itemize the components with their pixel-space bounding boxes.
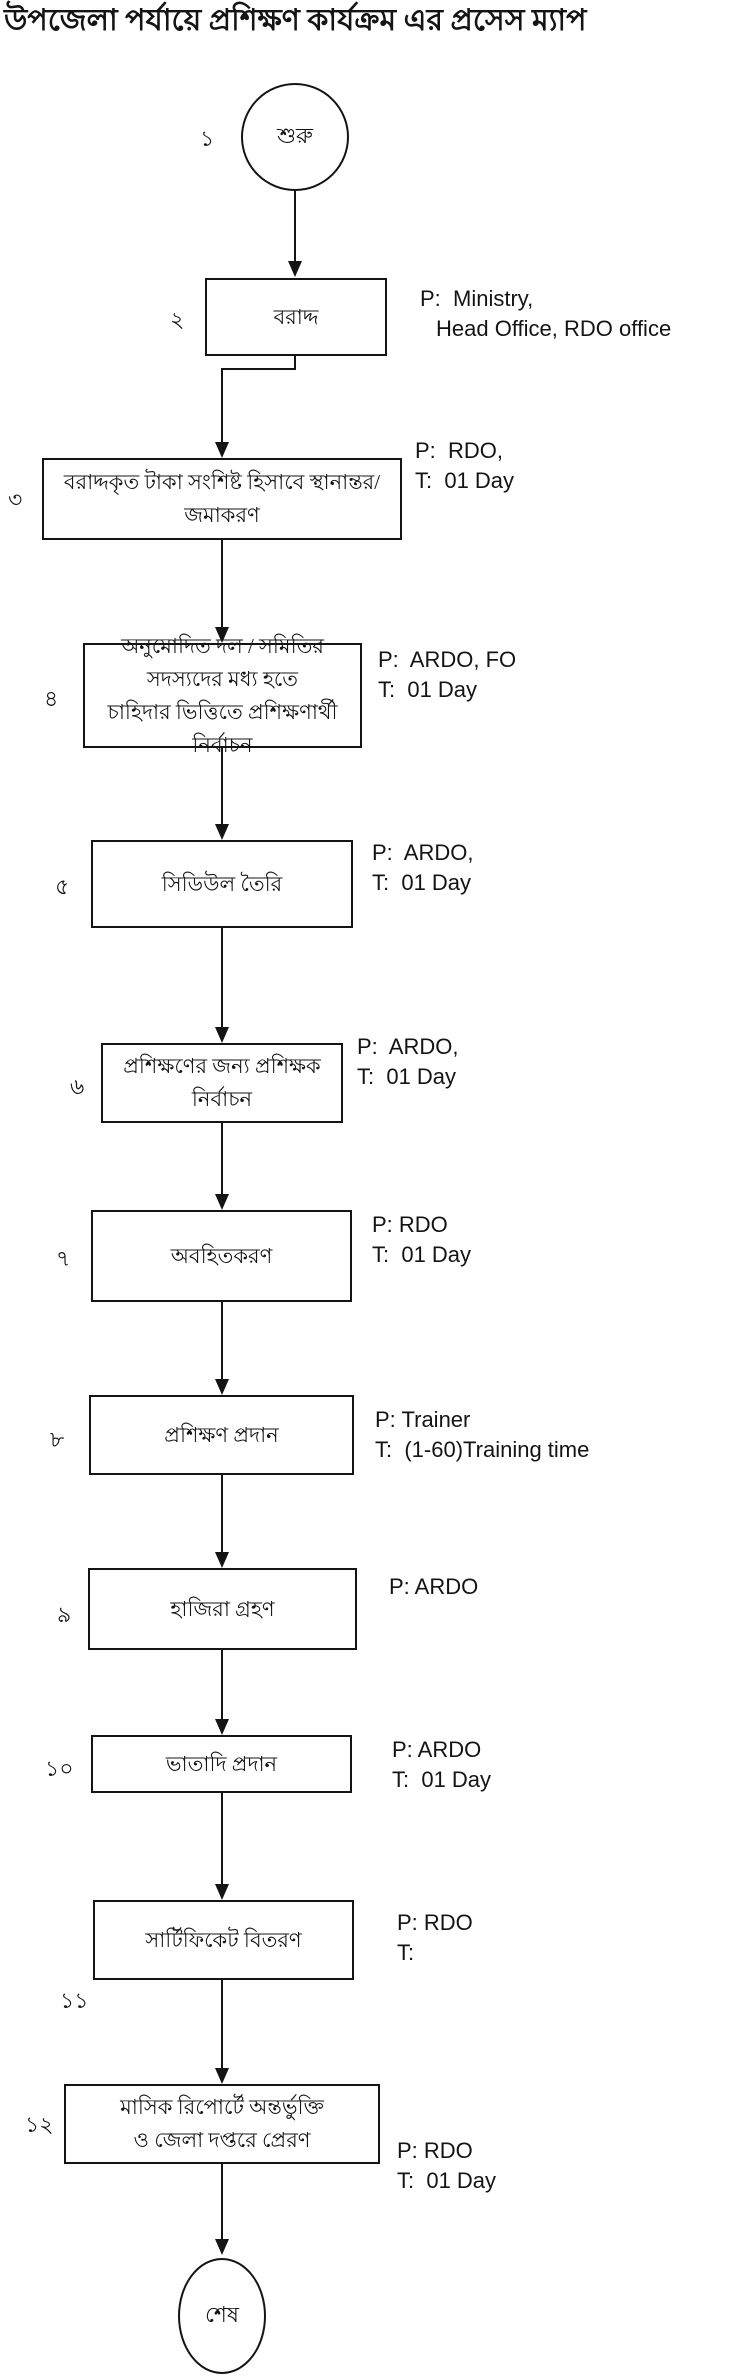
connector-line [221,1302,223,1379]
step-number: ৬ [70,1074,85,1099]
annotation-line-p: P: ARDO, [357,1034,459,1059]
annotation-line-t: T: 01 Day [372,870,472,895]
annotation: P: RDO T: [397,1908,473,1968]
arrowhead [215,1884,229,1900]
connector-line [221,2164,223,2239]
arrowhead [215,2068,229,2084]
process-box-label: বরাদ্দকৃত টাকা সংশিষ্ট হিসাবে স্থানান্তর… [63,470,381,527]
annotation-line-p: P: ARDO [392,1737,482,1762]
annotation: P: ARDO, FO T: 01 Day [378,645,516,705]
arrowhead [215,442,229,458]
process-box-label: সার্টিফিকেট বিতরণ [145,1927,302,1952]
annotation-line-t: T: 01 Day [397,2168,497,2193]
connector-line [221,368,223,442]
end-label: শেষ [204,2301,240,2327]
process-box-label: অবহিতকরণ [170,1243,273,1268]
step-number: ৫ [55,874,70,899]
annotation-line-t: T: 01 Day [357,1064,457,1089]
annotation-line-p: P: ARDO, FO [378,647,517,672]
step-number: ১১ [60,1988,89,2013]
start-node: শুরু [241,83,349,191]
step-number: ৮ [50,1427,65,1452]
annotation-line-p2: Head Office, RDO office [436,316,672,341]
annotation: P: RDO T: 01 Day [397,2136,496,2196]
process-box-label: সিডিউল তৈরি [161,871,283,896]
annotation-line-t: T: (1-60)Training time [375,1437,590,1462]
step-number: ২ [170,307,185,332]
process-box-label: ভাতাদি প্রদান [165,1751,278,1776]
connector-line [221,1793,223,1884]
process-box-label: প্রশিক্ষণের জন্য প্রশিক্ষক নির্বাচন [123,1054,321,1111]
step-number: ৩ [8,487,23,512]
process-box: সার্টিফিকেট বিতরণ [93,1900,354,1980]
process-box: সিডিউল তৈরি [91,840,353,928]
annotation: P: ARDO, T: 01 Day [357,1032,458,1092]
arrowhead [215,2239,229,2255]
process-box-label-line2: ও জেলা দপ্তরে প্রেরণ [133,2128,311,2152]
annotation-line-t: T: 01 Day [372,1242,472,1267]
page-title: উপজেলা পর্যায়ে প্রশিক্ষণ কার্যক্রম এর প… [4,4,587,37]
connector-line [294,356,296,370]
arrowhead [215,1552,229,1568]
connector-line [221,1650,223,1719]
connector-line [221,1980,223,2068]
annotation: P: RDO T: 01 Day [372,1210,471,1270]
end-node: শেষ [178,2258,266,2374]
arrowhead [215,1379,229,1395]
annotation-line-t: T: 01 Day [378,677,478,702]
step-number: ৪ [44,686,59,711]
arrowhead [288,261,302,277]
arrowhead [215,1719,229,1735]
process-box-label: অনুমোদিত দল / সমিতির সদস্যদের মধ্য হতে [121,633,324,691]
process-box-label-line2: চাহিদার ভিত্তিতে প্রশিক্ষণার্থী নির্বাচন [107,699,338,757]
annotation: P: RDO, T: 01 Day [415,436,514,496]
step-number: ৯ [57,1602,72,1627]
process-box: অনুমোদিত দল / সমিতির সদস্যদের মধ্য হতে চ… [83,634,362,757]
annotation-line-p: P: RDO [397,1910,473,1935]
annotation-line-t: T: [397,1940,415,1965]
annotation-line-p: P: ARDO, [372,840,474,865]
annotation-line-p: P: ARDO [389,1574,479,1599]
annotation: P: ARDO T: 01 Day [392,1735,491,1795]
annotation-line-p: P: Ministry, [420,286,534,311]
connector-line [221,748,223,824]
step-number: ১২ [25,2112,54,2137]
arrowhead [215,627,229,643]
arrowhead [215,1194,229,1210]
process-box: প্রশিক্ষণের জন্য প্রশিক্ষক নির্বাচন [101,1043,343,1123]
annotation-line-p: P: RDO [372,1212,448,1237]
connector-line [221,1475,223,1552]
annotation-line-p: P: RDO [397,2138,473,2163]
connector-line [221,1123,223,1194]
process-box: বরাদ্দ [205,278,387,356]
process-box: ভাতাদি প্রদান [91,1735,352,1793]
step-number: ১ [200,126,215,151]
annotation-line-t: T: 01 Day [415,468,515,493]
arrowhead [215,824,229,840]
process-box: প্রশিক্ষণ প্রদান [89,1395,354,1475]
process-box-label: হাজিরা গ্রহণ [170,1596,275,1621]
step-number: ৭ [56,1246,71,1271]
annotation-line-p: P: RDO, [415,438,504,463]
process-box: বরাদ্দকৃত টাকা সংশিষ্ট হিসাবে স্থানান্তর… [42,458,402,540]
arrowhead [215,1027,229,1043]
process-box: হাজিরা গ্রহণ [88,1568,357,1650]
process-box-label: প্রশিক্ষণ প্রদান [164,1422,279,1447]
process-box-label: বরাদ্দ [273,304,319,329]
process-box-label: মাসিক রিপোর্টে অন্তর্ভুক্তি [120,2095,324,2119]
connector-line [294,191,296,261]
annotation: P: ARDO [389,1572,478,1602]
connector-line [221,368,296,370]
connector-line [221,540,223,627]
annotation-line-p: P: Trainer [375,1407,471,1432]
annotation: P: Trainer T: (1-60)Training time [375,1405,589,1465]
step-number: ১০ [45,1756,74,1781]
connector-line [221,928,223,1027]
annotation: P: Ministry, Head Office, RDO office [420,284,671,344]
annotation: P: ARDO, T: 01 Day [372,838,473,898]
process-box: মাসিক রিপোর্টে অন্তর্ভুক্তি ও জেলা দপ্তর… [64,2084,380,2164]
process-box: অবহিতকরণ [91,1210,352,1302]
annotation-line-t: T: 01 Day [392,1767,492,1792]
start-label: শুরু [277,122,313,148]
